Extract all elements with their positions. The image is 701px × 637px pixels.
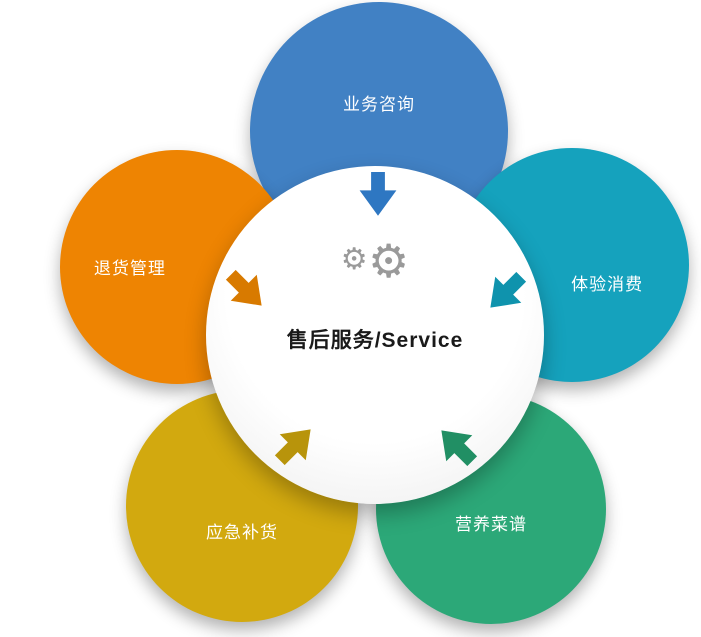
petal-label-experience-consumption: 体验消费 [571, 275, 644, 294]
petal-label-nutrition-recipes: 营养菜谱 [455, 515, 527, 534]
gears-icon: ⚙ ⚙ [206, 238, 544, 284]
gear-small-icon: ⚙ [340, 243, 368, 276]
arrow-from-return-management [214, 258, 279, 323]
arrow-from-experience-consumption [472, 260, 537, 325]
center-title: 售后服务/Service [286, 329, 464, 352]
down-arrow-icon [225, 269, 262, 306]
down-arrow-icon [274, 429, 311, 466]
petal-label-return-management: 退货管理 [93, 259, 166, 278]
petal-label-emergency-restock: 应急补货 [206, 523, 278, 542]
arrow-from-nutrition-recipes [423, 412, 488, 477]
arrow-from-business-consulting [355, 172, 401, 218]
center-circle: ⚙ ⚙ 售后服务/Service [206, 166, 544, 504]
down-arrow-icon [359, 172, 397, 216]
petal-label-business-consulting: 业务咨询 [343, 95, 415, 114]
down-arrow-icon [490, 271, 527, 308]
gear-big-icon: ⚙ [368, 235, 410, 287]
arrow-from-emergency-restock [263, 411, 328, 476]
down-arrow-icon [441, 430, 478, 467]
